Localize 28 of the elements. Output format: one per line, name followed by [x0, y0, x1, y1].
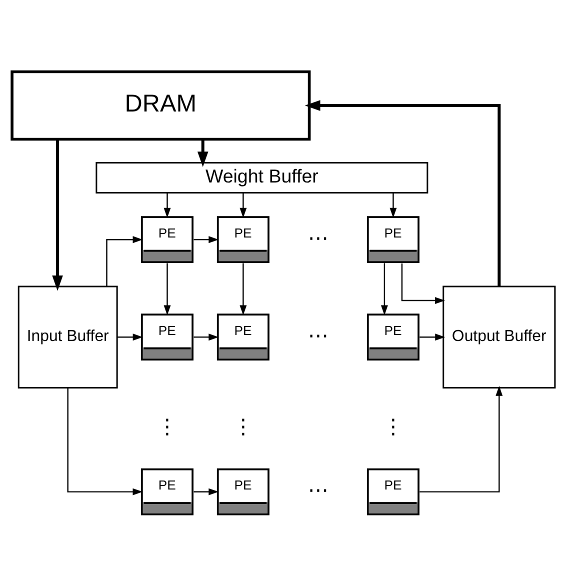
- arrow: [164, 193, 171, 218]
- node-box: Output Buffer: [442, 286, 556, 388]
- arrow: [304, 100, 501, 286]
- node-box: Input Buffer: [18, 286, 118, 388]
- label: ⋮: [232, 414, 254, 438]
- arrow: [420, 334, 446, 341]
- arrow: [194, 488, 219, 496]
- node-box: Weight Buffer: [96, 162, 428, 194]
- arrow: [52, 139, 63, 291]
- arrow: [240, 263, 247, 316]
- node-box: DRAM: [10, 70, 311, 141]
- arrow: [401, 263, 446, 304]
- label: ⋮: [382, 414, 404, 438]
- arrow: [380, 263, 388, 316]
- arrow: [240, 193, 247, 218]
- arrow: [106, 236, 143, 286]
- arrow: [194, 236, 219, 244]
- arrow: [194, 334, 219, 341]
- arrow: [390, 193, 397, 218]
- label: ⋯: [308, 323, 328, 348]
- arrow: [420, 386, 503, 492]
- arrow: [67, 388, 143, 496]
- label: ⋯: [308, 226, 328, 250]
- label: ⋮: [156, 414, 178, 438]
- arrow: [117, 334, 143, 341]
- label: ⋯: [308, 478, 328, 502]
- arrow: [197, 140, 208, 167]
- arrow: [164, 263, 171, 316]
